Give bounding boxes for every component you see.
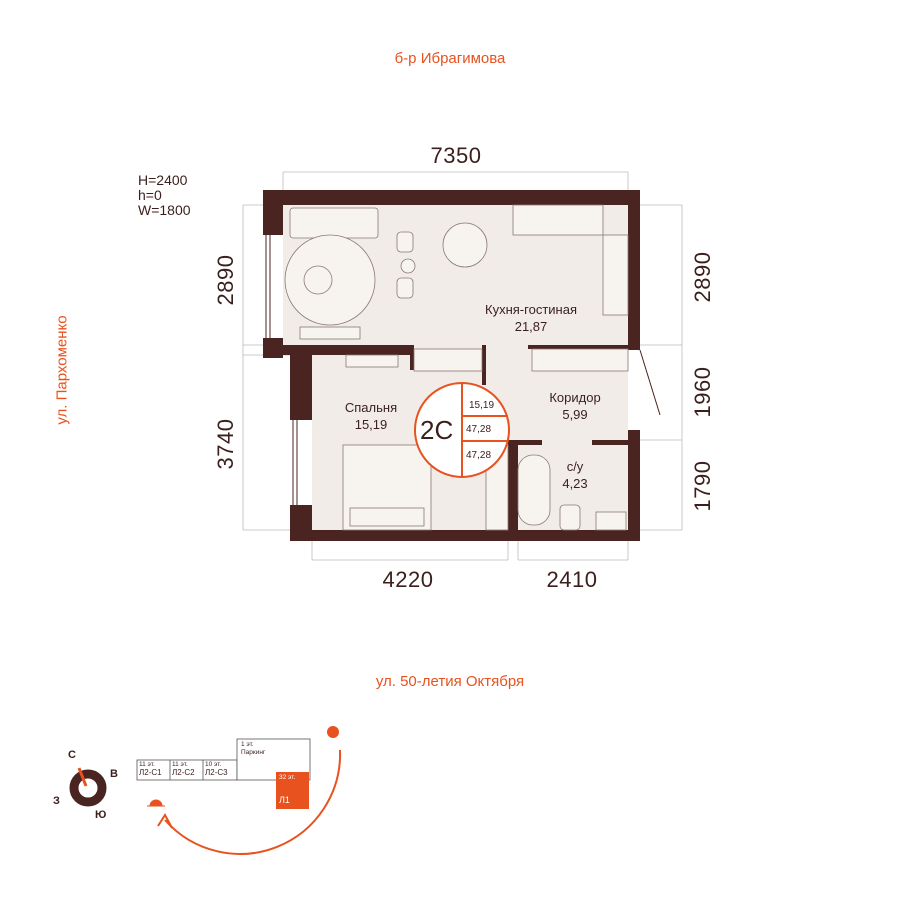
parking-name: Паркинг xyxy=(241,749,266,756)
total-area-2: 47,28 xyxy=(466,450,492,461)
site-plan xyxy=(136,738,311,809)
window-width: W=1800 xyxy=(138,202,191,218)
block-name: Л2-С1 xyxy=(139,768,162,777)
current-floors: 32 эт. xyxy=(279,774,296,781)
room-name: Спальня xyxy=(344,400,398,415)
parking-floors: 1 эт. xyxy=(241,741,254,748)
block-floors: 11 эт. xyxy=(139,761,155,768)
room-name: Коридор xyxy=(549,390,601,405)
block-floors: 11 эт. xyxy=(172,761,188,768)
apartment-badge xyxy=(414,382,510,478)
block-name: Л2-С3 xyxy=(205,768,228,777)
compass-east: В xyxy=(110,768,118,780)
block-name: Л2-С2 xyxy=(172,768,195,777)
current-name: Л1 xyxy=(279,795,290,805)
sill-height: h=0 xyxy=(138,187,162,203)
room-bedroom: Спальня 15,19 xyxy=(345,399,397,433)
total-area: 47,28 xyxy=(466,424,492,435)
dimension-lines xyxy=(242,171,683,561)
walls xyxy=(263,190,640,541)
site-current-building: 32 эт. Л1 xyxy=(279,774,296,805)
dim-right-middle: 1960 xyxy=(690,366,715,418)
street-top: б-р Ибрагимова xyxy=(394,50,506,67)
sun-path-icon xyxy=(147,726,342,855)
compass-north: С xyxy=(68,749,76,761)
room-area: 4,23 xyxy=(562,476,588,491)
room-bathroom: с/у 4,23 xyxy=(562,458,587,492)
room-area: 5,99 xyxy=(562,407,588,422)
dim-bottom-right: 2410 xyxy=(546,567,598,592)
dim-top: 7350 xyxy=(430,143,482,168)
room-area: 15,19 xyxy=(354,417,388,432)
street-bottom: ул. 50-летия Октября xyxy=(375,673,525,690)
site-block: 11 эт.Л2-С1 xyxy=(139,761,162,777)
furniture xyxy=(284,204,629,531)
site-block: 11 эт.Л2-С2 xyxy=(172,761,195,777)
room-area: 21,87 xyxy=(514,319,548,334)
dim-bottom-left: 4220 xyxy=(382,567,434,592)
window-spec: H=2400 h=0 W=1800 xyxy=(138,173,191,218)
site-parking: 1 эт.Паркинг xyxy=(241,741,265,757)
compass-south: Ю xyxy=(95,809,107,821)
block-floors: 10 эт. xyxy=(205,761,222,768)
dim-right-upper: 2890 xyxy=(690,251,715,303)
window-height: H=2400 xyxy=(138,172,188,188)
room-name: с/у xyxy=(566,459,584,474)
dim-left-lower: 3740 xyxy=(213,418,238,470)
apartment-type: 2С xyxy=(420,415,454,445)
room-kitchen-living: Кухня-гостиная 21,87 xyxy=(485,301,577,335)
compass-west: З xyxy=(53,795,60,807)
dim-right-lower: 1790 xyxy=(690,460,715,512)
room-name: Кухня-гостиная xyxy=(485,302,577,317)
windows xyxy=(265,235,661,505)
site-block: 10 эт.Л2-С3 xyxy=(205,761,228,777)
room-corridor: Коридор 5,99 xyxy=(549,389,600,423)
dim-left-upper: 2890 xyxy=(213,254,238,306)
compass-icon xyxy=(69,767,107,807)
living-area: 15,19 xyxy=(469,400,495,411)
